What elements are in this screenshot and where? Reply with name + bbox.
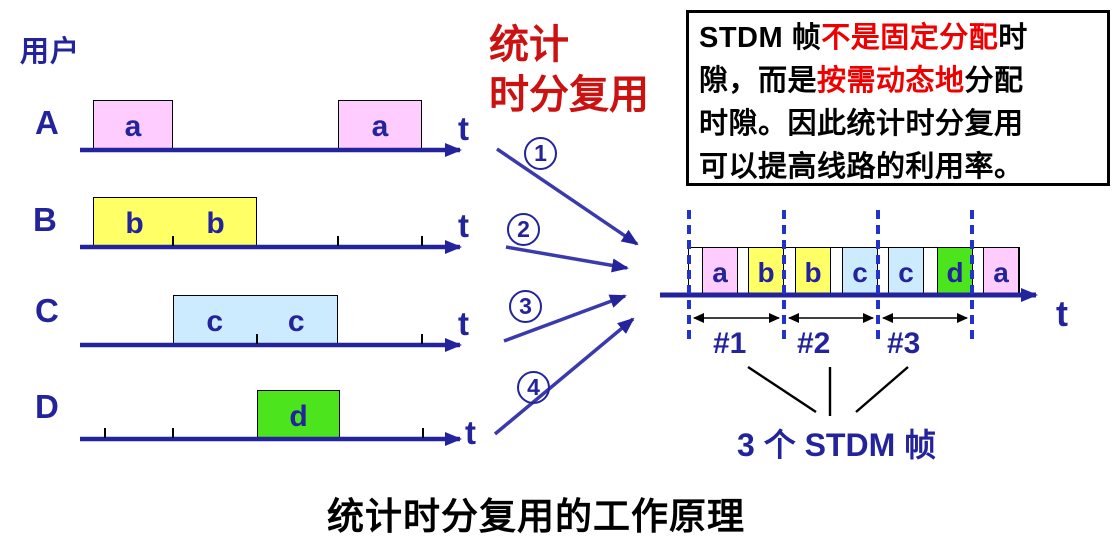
circled-number-4: 4 xyxy=(517,371,550,404)
stdm-slot-a1: a xyxy=(702,247,738,294)
slot-letter: c xyxy=(206,305,224,338)
mux-arrow-4 xyxy=(493,317,635,436)
user-row-label-d: D xyxy=(35,388,59,425)
note-line-2: 隙，而是按需动态地分配 xyxy=(699,60,1107,103)
axis-t-label-output: t xyxy=(1056,293,1068,334)
user-a-slot-1: a xyxy=(93,100,173,150)
slot-letter: d xyxy=(946,256,964,288)
slot-letter: c xyxy=(852,256,868,288)
user-row-label-b: B xyxy=(33,201,57,238)
slot-letter: a xyxy=(712,256,728,288)
stat-tdm-title: 统计 时分复用 xyxy=(489,20,649,120)
note-text: 隙，而是 xyxy=(699,65,818,97)
user-b-slot: b b xyxy=(93,197,257,247)
diagram-title-caption: 统计时分复用的工作原理 xyxy=(327,496,745,537)
axis-t-label-b: t xyxy=(458,207,469,244)
slot-letter: b xyxy=(804,256,822,288)
mux-arrow-2 xyxy=(505,245,629,273)
note-text: 分配 xyxy=(964,65,1024,97)
slot-letter: a xyxy=(371,110,389,143)
slot-letter: c xyxy=(287,305,305,338)
stdm-note-box: STDM 帧不是固定分配时 隙，而是按需动态地分配 时隙。因此统计时分复用 可以… xyxy=(686,10,1110,186)
stdm-slot-b2: b xyxy=(795,247,831,294)
note-text-emphasis: 不是固定分配 xyxy=(821,22,999,54)
note-line-3: 时隙。因此统计时分复用 xyxy=(699,103,1107,146)
user-row-label-c: C xyxy=(35,292,59,329)
note-line-4: 可以提高线路的利用率。 xyxy=(699,146,1107,189)
user-d-slot: d xyxy=(257,390,340,440)
circled-number-1: 1 xyxy=(524,137,557,170)
note-text: 可以提高线路的利用率。 xyxy=(699,151,1024,183)
slot-letter: a xyxy=(993,256,1009,288)
slot-letter: b xyxy=(757,256,775,288)
axis-t-label-c: t xyxy=(458,305,469,342)
stdm-frames-caption: 3 个 STDM 帧 xyxy=(737,427,937,463)
stdm-slot-c1: c xyxy=(842,247,878,294)
note-text: 时 xyxy=(998,22,1028,54)
axis-t-label-a: t xyxy=(458,110,469,147)
stdm-slot-a2: a xyxy=(983,247,1019,294)
note-text: 时隙。因此统计时分复用 xyxy=(699,108,1024,140)
user-row-label-a: A xyxy=(35,104,59,141)
frame-label-3: #3 xyxy=(887,327,921,360)
leader-line-1 xyxy=(747,365,817,414)
leader-line-3 xyxy=(855,366,909,413)
stdm-slot-c2: c xyxy=(888,247,924,294)
users-title: 用户 xyxy=(20,36,81,68)
slot-letter: d xyxy=(289,400,308,433)
stat-tdm-title-line2: 时分复用 xyxy=(489,73,649,117)
user-c-slot: c c xyxy=(173,295,338,345)
frame-label-2: #2 xyxy=(797,327,831,360)
stdm-slot-b1: b xyxy=(748,247,784,294)
slot-letter: a xyxy=(124,110,142,143)
note-text: STDM 帧 xyxy=(699,22,822,54)
note-text-emphasis: 按需动态地 xyxy=(817,65,965,97)
frame-label-1: #1 xyxy=(713,327,747,360)
axis-t-label-d: t xyxy=(465,414,476,451)
circled-number-2: 2 xyxy=(507,213,540,246)
circled-number-3: 3 xyxy=(509,290,542,323)
slot-letter: c xyxy=(898,256,914,288)
slot-letter: b xyxy=(125,207,144,240)
stat-tdm-title-line1: 统计 xyxy=(489,23,569,67)
slot-letter: b xyxy=(206,207,225,240)
user-a-slot-2: a xyxy=(338,100,422,150)
stdm-slot-d: d xyxy=(937,247,973,294)
stdm-output-strip: a b b c c d a xyxy=(688,247,1020,294)
note-line-1: STDM 帧不是固定分配时 xyxy=(699,17,1107,60)
